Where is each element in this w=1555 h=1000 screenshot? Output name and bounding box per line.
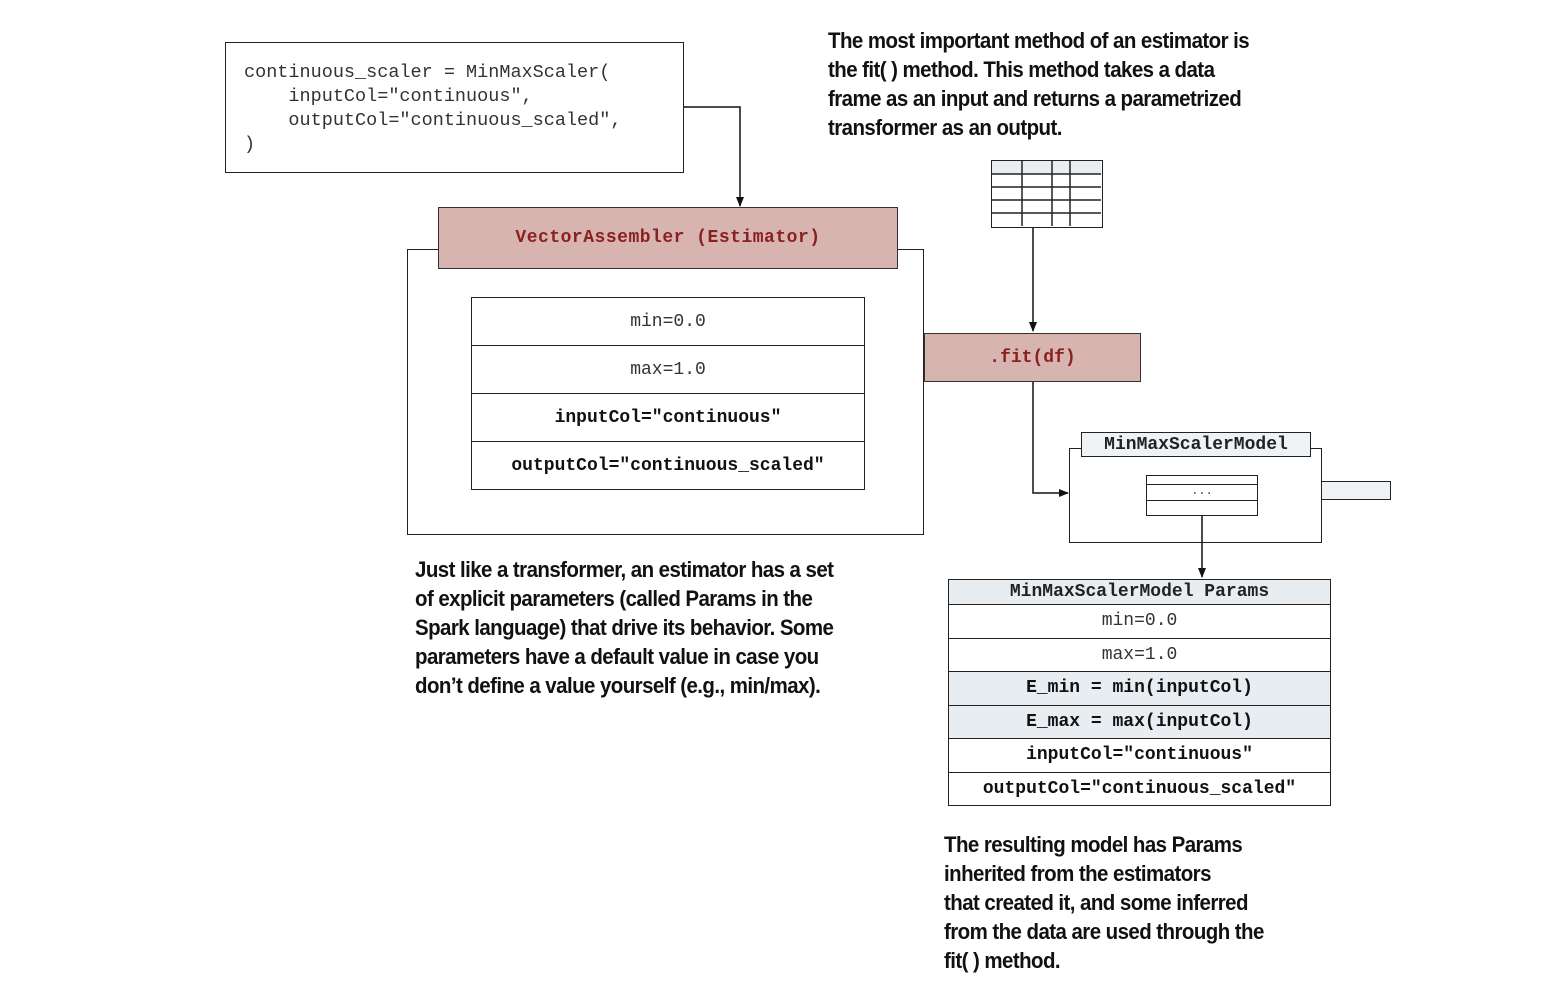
estimator-params-table: min=0.0 max=1.0 inputCol="continuous" ou…: [471, 297, 865, 490]
model-params-title: MinMaxScalerModel Params: [949, 580, 1330, 605]
estimator-param-outputcol: outputCol="continuous_scaled": [511, 456, 825, 476]
estimator-param-max: max=1.0: [472, 346, 864, 394]
model-inner-placeholder: ...: [1191, 484, 1213, 498]
note-line: parameters have a default value in case …: [415, 644, 819, 669]
note-resulting-model: The resulting model has Params inherited…: [944, 830, 1264, 975]
code-line: ): [244, 134, 256, 155]
note-line: inherited from the estimators: [944, 861, 1211, 886]
estimator-param-inputcol: inputCol="continuous": [472, 394, 864, 442]
note-line: Spark language) that drive its behavior.…: [415, 615, 834, 640]
note-line: The resulting model has Params: [944, 832, 1243, 857]
dataframe-grid-icon: [992, 161, 1101, 226]
arrow-code-to-estimator: [684, 106, 744, 207]
note-line: frame as an input and returns a parametr…: [828, 86, 1242, 111]
dataframe-table-icon: [991, 160, 1103, 228]
estimator-title: VectorAssembler (Estimator): [438, 207, 898, 269]
note-estimator-params: Just like a transformer, an estimator ha…: [415, 555, 834, 700]
note-line: don’t define a value yourself (e.g., min…: [415, 673, 821, 698]
model-param-outputcol: outputCol="continuous_scaled": [982, 779, 1297, 800]
note-line: transformer as an output.: [828, 115, 1062, 140]
estimator-param-min: min=0.0: [472, 298, 864, 346]
model-label: MinMaxScalerModel: [1081, 432, 1311, 457]
model-output-port: [1321, 481, 1391, 500]
note-line: from the data are used through the: [944, 919, 1264, 944]
arrow-fit-to-model: [1032, 382, 1069, 497]
note-line: of explicit parameters (called Params in…: [415, 586, 813, 611]
code-line: outputCol="continuous_scaled",: [244, 110, 622, 131]
model-param-min: min=0.0: [949, 605, 1330, 639]
fit-call: .fit(df): [924, 333, 1141, 382]
model-param-inputcol: inputCol="continuous": [949, 739, 1330, 773]
note-line: fit( ) method.: [944, 948, 1061, 973]
note-line: The most important method of an estimato…: [828, 28, 1250, 53]
code-snippet-box: continuous_scaler = MinMaxScaler( inputC…: [225, 42, 684, 173]
model-param-max: max=1.0: [949, 639, 1330, 672]
model-param-emax: E_max = max(inputCol): [949, 705, 1330, 739]
note-line: that created it, and some inferred: [944, 890, 1248, 915]
code-line: inputCol="continuous",: [244, 86, 533, 107]
note-line: Just like a transformer, an estimator ha…: [415, 557, 834, 582]
model-inner-params: ...: [1146, 475, 1258, 516]
model-params-table: MinMaxScalerModel Params min=0.0 max=1.0…: [948, 579, 1331, 806]
note-line: the fit( ) method. This method takes a d…: [828, 57, 1215, 82]
code-line: continuous_scaler = MinMaxScaler(: [244, 62, 611, 83]
model-param-emin: E_min = min(inputCol): [949, 672, 1330, 706]
code-snippet: continuous_scaler = MinMaxScaler( inputC…: [244, 61, 621, 157]
note-fit-method: The most important method of an estimato…: [828, 26, 1250, 142]
